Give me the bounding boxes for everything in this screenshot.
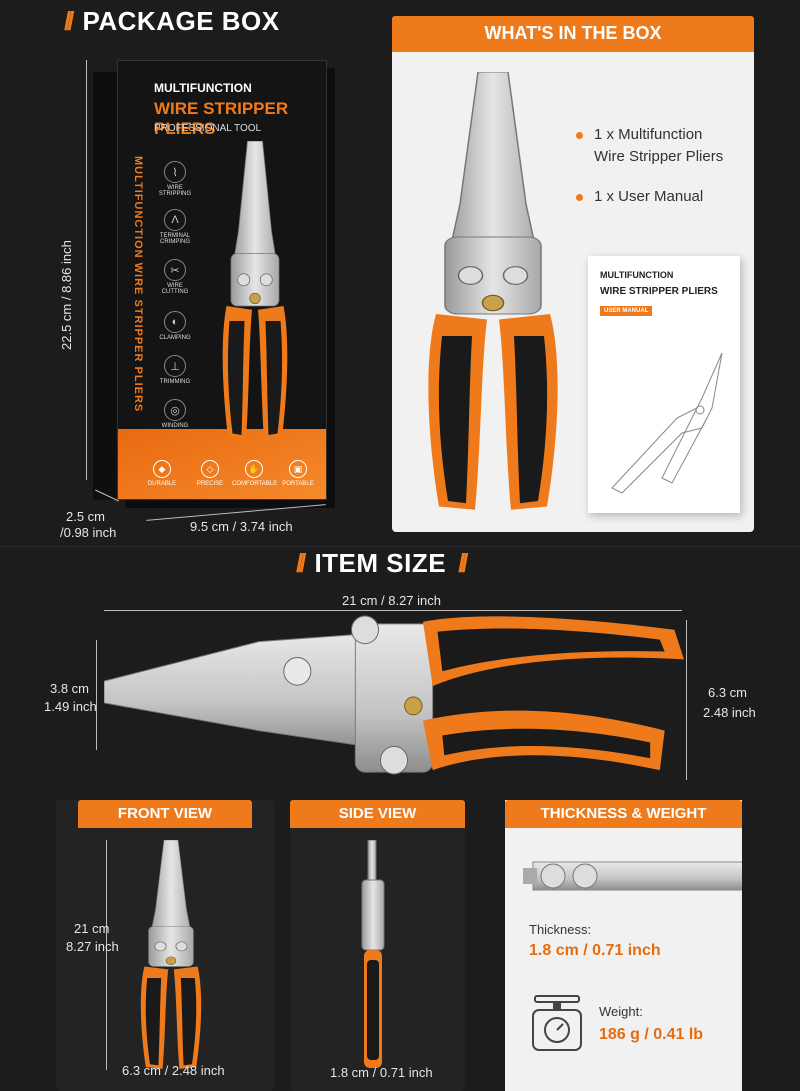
trim-icon: ⊥ (164, 355, 186, 377)
manual-sketch-image (611, 352, 723, 494)
feature-clamping: ◐ CLAMPING (158, 311, 192, 341)
wire-stripping-icon: ⌇ (164, 161, 186, 183)
scissors-icon: ✂ (164, 259, 186, 281)
weight-value: 186 g / 0.41 lb (599, 1026, 704, 1043)
box-side-face (93, 72, 117, 500)
item-size-heading: // ITEM SIZE // (296, 548, 469, 579)
pliers-product-image (427, 72, 559, 511)
front-view-banner: FRONT VIEW (78, 800, 252, 828)
box-pliers-image (222, 141, 288, 440)
side-view-pliers-image (361, 840, 385, 1068)
section-divider (0, 546, 800, 547)
feature-label: TERMINAL CRIMPING (159, 233, 191, 245)
front-height-label-2: 8.27 inch (66, 939, 119, 954)
package-box-heading: // PACKAGE BOX (64, 6, 280, 37)
item1-line2: Wire Stripper Pliers (594, 147, 724, 165)
item-size-title: ITEM SIZE (314, 548, 447, 578)
side-view-panel: SIDE VIEW 1.8 cm / 0.71 inch (290, 800, 465, 1091)
front-height-line (106, 840, 107, 1070)
box-depth-label-2: /0.98 inch (60, 525, 117, 540)
user-manual-image: MULTIFUNCTION WIRE STRIPPER PLIERS USER … (588, 256, 740, 513)
thickness-value: 1.8 cm / 0.71 inch (529, 942, 661, 959)
front-width-label: 6.3 cm / 2.48 inch (122, 1063, 225, 1078)
thickness-weight-banner: THICKNESS & WEIGHT (505, 800, 742, 828)
side-view-banner: SIDE VIEW (290, 800, 465, 828)
badge-label: DURABLE (147, 481, 177, 487)
feature-wire-stripping: ⌇ WIRE STRIPPING (158, 161, 192, 197)
clamp-icon: ◐ (164, 311, 186, 333)
side-width-label: 1.8 cm / 0.71 inch (330, 1065, 433, 1080)
package-box-image: MULTIFUNCTION WIRE STRIPPER PLIERS PROFE… (117, 60, 327, 500)
badge-comfortable: ✋ COMFORTABLE (232, 460, 278, 487)
jaw-height-line (96, 640, 97, 750)
box-subtitle: PROFESSIONAL TOOL (154, 123, 262, 134)
handle-height-label-2: 2.48 inch (703, 705, 756, 720)
front-view-pliers-image (140, 840, 202, 1070)
feature-label: TRIMMING (159, 379, 191, 385)
thickness-label: Thickness: (529, 922, 592, 937)
thickness-weight-panel: THICKNESS & WEIGHT Thickness: 1.8 cm / 0… (505, 800, 742, 1091)
feature-terminal-crimping: Λ TERMINAL CRIMPING (158, 209, 192, 245)
contents-item: 1 x User Manual (576, 186, 723, 208)
shield-icon: ◆ (153, 460, 171, 478)
feature-label: WINDING (161, 423, 189, 429)
handle-height-line (686, 620, 687, 780)
item1-line1: 1 x Multifunction (594, 126, 703, 143)
weight-label: Weight: (599, 1004, 643, 1019)
case-icon: ▣ (289, 460, 307, 478)
badge-precise: ◇ PRECISE (188, 460, 232, 487)
feature-trimming: ⊥ TRIMMING (158, 355, 192, 385)
feature-label: WIRE CUTTING (161, 283, 189, 295)
package-box-title: PACKAGE BOX (82, 6, 280, 36)
box-depth-label-1: 2.5 cm (66, 509, 106, 524)
box-height-label: 22.5 cm / 8.86 inch (59, 240, 74, 350)
feature-winding: ◎ WINDING (158, 399, 192, 429)
height-dimension-line (86, 60, 87, 480)
whats-in-box-panel: WHAT'S IN THE BOX 1 x Multifunction Wire… (392, 16, 754, 532)
feature-label: CLAMPING (159, 335, 191, 341)
front-height-label-1: 21 cm (74, 921, 110, 936)
jaw-height-label-1: 3.8 cm (50, 681, 90, 696)
contents-list: 1 x Multifunction Wire Stripper Pliers 1… (576, 124, 723, 225)
front-view-panel: FRONT VIEW 21 cm 8.27 inch 6.3 cm / 2.48… (56, 800, 274, 1091)
length-label: 21 cm / 8.27 inch (342, 593, 441, 608)
slash-decoration-icon: // (458, 548, 469, 578)
item2-label: 1 x User Manual (594, 187, 704, 205)
manual-tag: USER MANUAL (600, 306, 653, 316)
contents-item: 1 x Multifunction Wire Stripper Pliers (576, 124, 723, 168)
badge-label: COMFORTABLE (232, 481, 278, 487)
slash-decoration-icon: // (296, 548, 307, 578)
badge-portable: ▣ PORTABLE (276, 460, 320, 487)
diamond-icon: ◇ (201, 460, 219, 478)
box-title-line2: WIRE STRIPPER PLIERS (154, 99, 289, 138)
feature-label: WIRE STRIPPING (158, 185, 192, 197)
badge-label: PRECISE (196, 481, 224, 487)
box-width-label: 9.5 cm / 3.74 inch (190, 519, 293, 534)
whats-in-box-banner: WHAT'S IN THE BOX (392, 16, 754, 52)
jaw-height-label-2: 1.49 inch (44, 699, 97, 714)
winding-icon: ◎ (164, 399, 186, 421)
badge-label: PORTABLE (282, 481, 314, 487)
pliers-side-image (104, 615, 684, 775)
feature-wire-cutting: ✂ WIRE CUTTING (158, 259, 192, 295)
box-title-line1: MULTIFUNCTION (154, 81, 252, 95)
manual-title1: MULTIFUNCTION (600, 270, 674, 280)
slash-decoration-icon: // (64, 6, 75, 36)
handle-height-label-1: 6.3 cm (708, 685, 748, 700)
thickness-pliers-image (523, 861, 742, 891)
badge-durable: ◆ DURABLE (140, 460, 184, 487)
crimping-icon: Λ (164, 209, 186, 231)
length-dimension-line (104, 610, 682, 611)
manual-title2: WIRE STRIPPER PLIERS (600, 286, 718, 297)
scale-icon (532, 995, 582, 1051)
box-vertical-text: MULTIFUNCTION WIRE STRIPPER PLIERS (132, 156, 144, 413)
hand-icon: ✋ (245, 460, 263, 478)
